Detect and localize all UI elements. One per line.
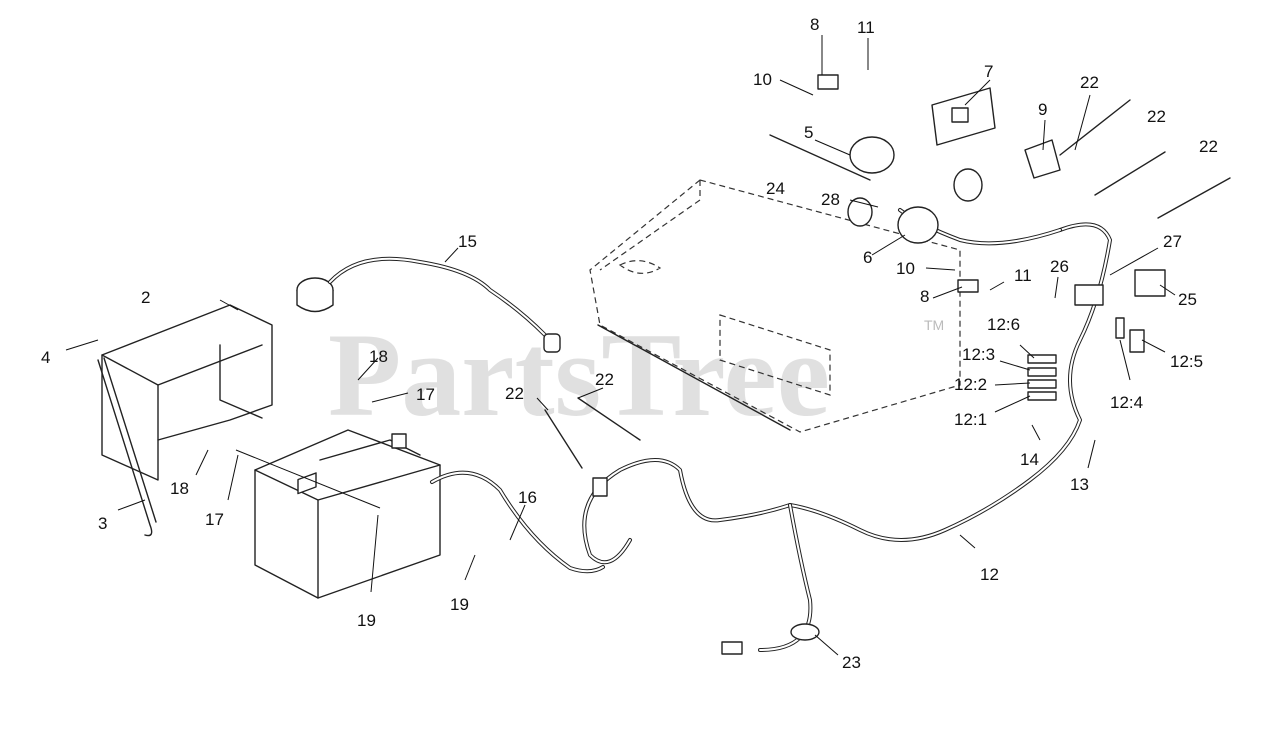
frame-plate <box>589 179 961 433</box>
callout-4: 4 <box>41 348 50 367</box>
callout-11: 11 <box>857 18 875 37</box>
battery-cable-negative <box>430 470 605 574</box>
callout-12-3: 12:3 <box>962 345 995 364</box>
watermark-trademark: TM <box>924 317 944 333</box>
callout-9: 9 <box>1038 100 1047 119</box>
callout-12-2: 12:2 <box>954 375 987 394</box>
switch <box>1024 139 1061 179</box>
callout-22: 22 <box>505 384 524 403</box>
callout-8: 8 <box>920 287 929 306</box>
callout-27: 27 <box>1163 232 1182 251</box>
hour-meter <box>931 87 996 146</box>
callout-3: 3 <box>98 514 107 533</box>
battery-strap <box>97 357 157 537</box>
callout-22: 22 <box>1147 107 1166 126</box>
callout-2: 2 <box>141 288 150 307</box>
callout-19: 19 <box>357 611 376 630</box>
battery <box>254 429 441 599</box>
cable-ties <box>544 99 1231 469</box>
callout-22: 22 <box>595 370 614 389</box>
callout-26: 26 <box>1050 257 1069 276</box>
callout-18: 18 <box>170 479 189 498</box>
callout-28: 28 <box>821 190 840 209</box>
callout-24: 24 <box>766 179 785 198</box>
callout-12: 12 <box>980 565 999 584</box>
callout-11: 11 <box>1014 266 1032 285</box>
relay <box>1074 269 1166 306</box>
battery-box <box>101 304 273 481</box>
callout-12-4: 12:4 <box>1110 393 1143 412</box>
main-wire-harness <box>582 208 1112 655</box>
callout-18: 18 <box>369 347 388 366</box>
callout-25: 25 <box>1178 290 1197 309</box>
callout-16: 16 <box>518 488 537 507</box>
callout-6: 6 <box>863 248 872 267</box>
callout-23: 23 <box>842 653 861 672</box>
callout-8: 8 <box>810 15 819 34</box>
watermark-text: PartsTree <box>328 308 830 441</box>
callout-12-5: 12:5 <box>1170 352 1203 371</box>
battery-cable-positive <box>296 256 561 353</box>
callout-17: 17 <box>205 510 224 529</box>
callout-5: 5 <box>804 123 813 142</box>
callout-7: 7 <box>984 62 993 81</box>
harness-connector-block <box>1027 317 1145 401</box>
callout-labels: 8 11 10 7 22 9 22 22 5 24 28 15 6 10 11 … <box>41 15 1218 672</box>
leader-lines <box>65 35 1176 656</box>
callout-19: 19 <box>450 595 469 614</box>
callout-15: 15 <box>458 232 477 251</box>
callout-10: 10 <box>896 259 915 278</box>
callout-12-6: 12:6 <box>987 315 1020 334</box>
callout-22: 22 <box>1199 137 1218 156</box>
callout-13: 13 <box>1070 475 1089 494</box>
callout-12-1: 12:1 <box>954 410 987 429</box>
callout-14: 14 <box>1020 450 1039 469</box>
callout-17: 17 <box>416 385 435 404</box>
callout-10: 10 <box>753 70 772 89</box>
callout-22: 22 <box>1080 73 1099 92</box>
